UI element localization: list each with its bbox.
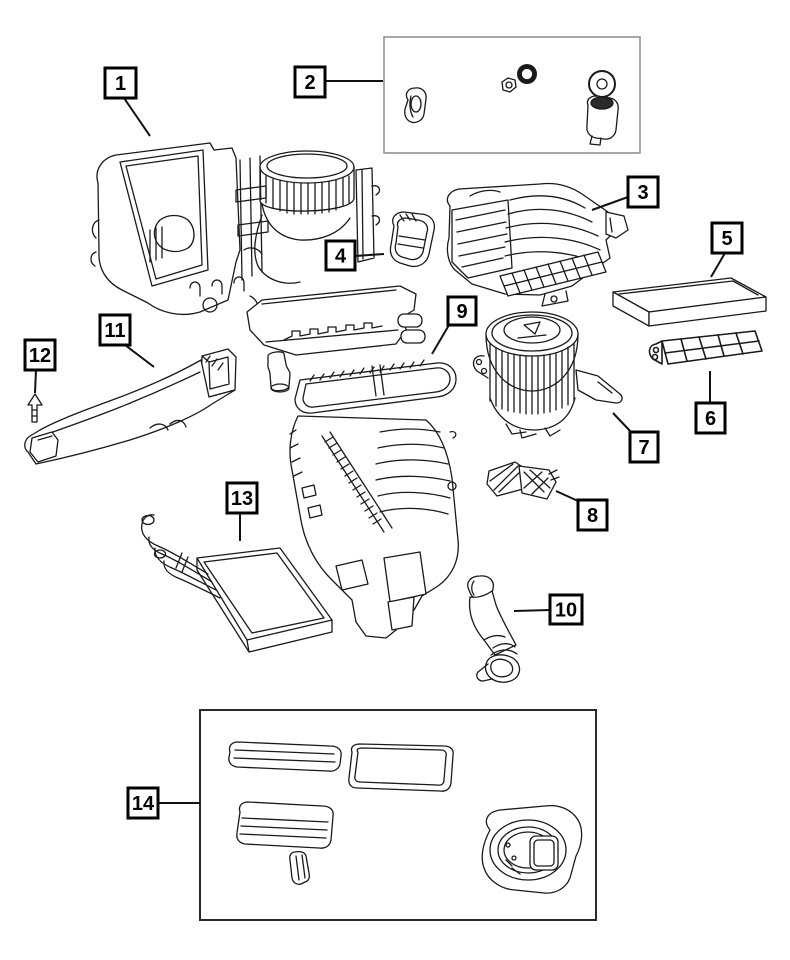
callout-number-9: 9 [456,301,467,323]
callout-box-10 [548,593,584,626]
line-art-layer [24,64,767,894]
callout-leader-10 [513,609,551,612]
callout-leader-7 [612,412,633,434]
callout-number-8: 8 [587,505,598,527]
part-5-drawing [612,277,767,327]
callout-leader-11 [124,344,155,368]
callout-number-6: 6 [705,408,716,430]
callout-number-7: 7 [638,437,649,459]
callout-number-10: 10 [555,600,577,622]
callout-box-9 [446,295,478,327]
callout-box-2 [293,65,327,99]
part-12-drawing [27,393,43,423]
callout-box-4 [324,239,357,272]
callout-box-3 [626,175,660,209]
part-6-drawing [648,330,763,365]
callout-box-5 [710,221,744,255]
callout-box-8 [576,498,609,532]
callout-leader-1 [123,97,151,137]
callout-box-7 [628,430,660,464]
callout-number-12: 12 [29,345,51,367]
callout-box-11 [98,313,132,347]
callout-number-13: 13 [231,488,253,510]
part-3-drawing [446,182,629,307]
callout-number-11: 11 [104,320,125,342]
part-7-drawing [472,311,623,439]
group-outline-box-14 [199,709,597,921]
callout-number-1: 1 [115,73,126,95]
callout-box-1 [103,66,138,100]
part-14-drawing [228,741,583,894]
callout-leader-8 [555,490,579,502]
callout-number-3: 3 [637,182,648,204]
callout-box-14 [126,786,160,820]
callout-box-13 [225,481,259,515]
part-2-drawing [404,64,619,146]
part-10-drawing [467,575,521,683]
callout-number-4: 4 [335,246,347,268]
part-8-drawing [486,461,560,500]
part-9-drawing [246,285,459,639]
callout-number-2: 2 [304,72,315,94]
callout-box-6 [694,401,727,435]
callout-leader-4 [354,253,385,257]
callout-number-14: 14 [132,793,155,815]
group-outline-box-2 [383,36,641,154]
part-11-drawing [24,348,237,465]
callout-leader-3 [591,196,629,211]
callout-leader-5 [710,252,726,278]
part-13-drawing [130,514,333,653]
callout-leader-12 [34,369,37,394]
part-4-drawing [389,211,436,268]
group-boxes-layer [199,36,641,921]
callout-leader-9 [431,324,450,355]
part-1-drawing [90,142,381,316]
callout-number-5: 5 [721,228,732,250]
callout-box-12 [23,338,57,372]
